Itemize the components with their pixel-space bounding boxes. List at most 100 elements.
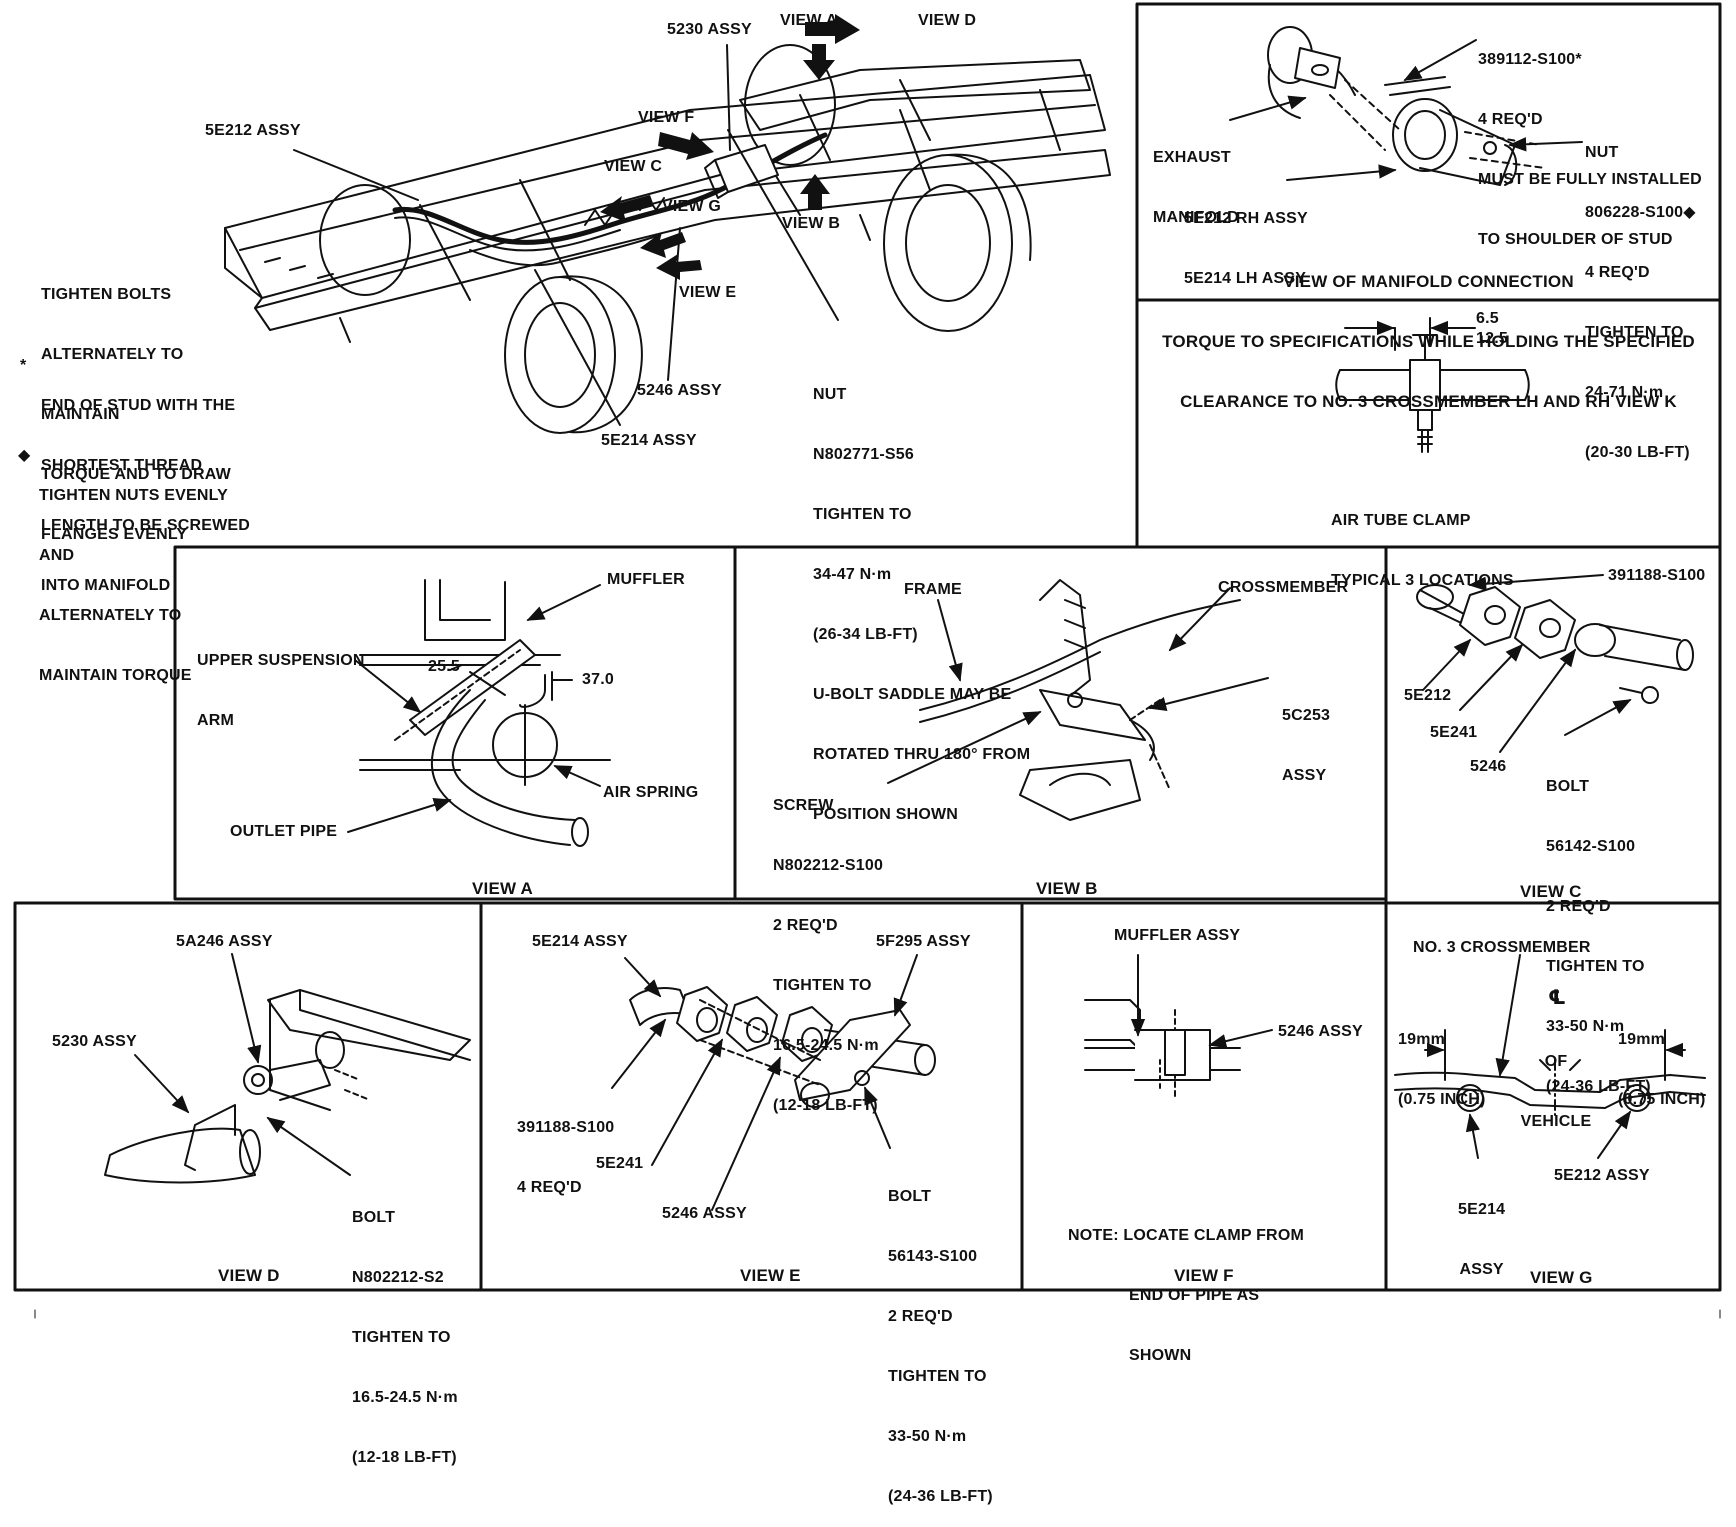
caption-line: AIR TUBE CLAMP (1331, 512, 1471, 529)
note-line: 391188-S100 (517, 1119, 615, 1136)
air-spring-label: AIR SPRING (603, 784, 699, 801)
note-line: TO SHOULDER OF STUD (1478, 231, 1673, 248)
note-line: 2 REQ'D (773, 917, 838, 934)
view-g-callout: VIEW G (662, 198, 721, 215)
note-line: NOTE: LOCATE CLAMP FROM (1068, 1227, 1304, 1244)
view-c-art (1416, 574, 1694, 753)
note-line: 5E212 RH ASSY (1184, 210, 1308, 227)
note-line: 16.5-24.5 N·m (773, 1037, 879, 1054)
note-line: ALTERNATELY TO (41, 346, 184, 363)
note-line: TIGHTEN TO (888, 1368, 987, 1385)
assy-5246-view-e-label: 5246 ASSY (662, 1205, 747, 1222)
note-line: MUST BE FULLY INSTALLED (1478, 171, 1702, 188)
stud-note: END OF STUD WITH THE SHORTEST THREAD LEN… (41, 356, 250, 616)
note-line: BOLT (888, 1188, 932, 1205)
exhaust-manifold-label: EXHAUST MANIFOLD (1153, 108, 1239, 248)
note-line: ASSY (1282, 767, 1327, 784)
view-c-callout: VIEW C (604, 158, 663, 175)
dim-25-5: 25.5 (428, 658, 460, 675)
note-line: END OF PIPE AS (1129, 1287, 1260, 1304)
assy-5c253-label: 5C253 ASSY (1282, 666, 1330, 806)
note-line: 2 REQ'D (888, 1308, 953, 1325)
nut-note-line: 34-47 N·m (813, 566, 892, 583)
manifold-nut-note: NUT 806228-S100◆ 4 REQ'D TIGHTEN TO 24-7… (1585, 103, 1696, 483)
view-d-callout: VIEW D (918, 12, 977, 29)
note-line: 56143-S100 (888, 1248, 978, 1265)
assy-5246-label: 5246 ASSY (637, 382, 722, 399)
view-f-art (1084, 954, 1273, 1101)
nut-note-line: POSITION SHOWN (813, 806, 959, 823)
note-line: ASSY (1459, 1261, 1504, 1278)
assy-5e214-label: 5E214 ASSY (601, 432, 697, 449)
note-line: OF (1544, 1053, 1568, 1070)
note-line: N802212-S2 (352, 1269, 444, 1286)
muffler-label: MUFFLER (607, 571, 685, 588)
bolt-56142-note: BOLT 56142-S100 2 REQ'D TIGHTEN TO 33-50… (1546, 737, 1651, 1117)
note-line: (20-30 LB-FT) (1585, 444, 1690, 461)
view-b-callout: VIEW B (782, 215, 841, 232)
note-line: 5C253 (1282, 707, 1331, 724)
view-d-art (104, 953, 471, 1184)
stud-part-note: 389112-S100* 4 REQ'D MUST BE FULLY INSTA… (1478, 10, 1702, 270)
clamp-dim-12-5: 12.5 (1476, 330, 1508, 347)
diamond-symbol: ◆ (18, 447, 31, 464)
note-line: 56142-S100 (1546, 838, 1636, 855)
view-d-caption: VIEW D (218, 1266, 280, 1285)
view-c-caption: VIEW C (1520, 882, 1582, 901)
view-e-art (611, 954, 936, 1211)
u-bolt-nut-note: NUT N802771-S56 TIGHTEN TO 34-47 N·m (26… (813, 345, 1030, 845)
view-f-callout: VIEW F (638, 109, 695, 126)
note-line: 19mm (1398, 1031, 1446, 1048)
nut-note-line: N802771-S56 (813, 446, 914, 463)
assy-5230-view-d-label: 5230 ASSY (52, 1033, 137, 1050)
note-line: AND (39, 547, 75, 564)
assy-5e212-label: 5E212 ASSY (205, 122, 301, 139)
air-tube-clamp-art (1335, 317, 1530, 453)
note-line: 24-71 N·m (1585, 384, 1664, 401)
part-5e212-label: 5E212 (1404, 687, 1452, 704)
view-f-caption: VIEW F (1174, 1266, 1234, 1285)
manifold-view-caption: VIEW OF MANIFOLD CONNECTION TORQUE TO SP… (1140, 232, 1717, 432)
note-line: 5E214 (1458, 1201, 1506, 1218)
tighten-nuts-note: TIGHTEN NUTS EVENLY AND ALTERNATELY TO M… (39, 446, 228, 706)
centerline-label: OF VEHICLE (1518, 1012, 1594, 1152)
rh-assy-label: 5E212 ASSY (1554, 1167, 1650, 1184)
note-line: UPPER SUSPENSION (197, 652, 365, 669)
note-line: TORQUE AND TO DRAW (41, 466, 231, 483)
part-5e241-label: 5E241 (1430, 724, 1478, 741)
air-tube-clamp-caption: AIR TUBE CLAMP TYPICAL 3 LOCATIONS (1331, 471, 1514, 611)
tighten-bolts-note: TIGHTEN BOLTS ALTERNATELY TO MAINTAIN TO… (41, 245, 231, 565)
manifold-connection-art (1229, 26, 1583, 186)
note-line: ALTERNATELY TO (39, 607, 182, 624)
caption-line: VIEW OF MANIFOLD CONNECTION (1283, 272, 1574, 291)
note-line: 19mm (1618, 1031, 1666, 1048)
note-line: TIGHTEN TO (1546, 958, 1645, 975)
part-5e241-view-e-label: 5E241 (596, 1155, 644, 1172)
view-a-caption: VIEW A (472, 879, 534, 898)
note-line: N802212-S100 (773, 857, 884, 874)
note-line: SHORTEST THREAD (41, 457, 203, 474)
note-line: SHOWN (1129, 1347, 1192, 1364)
note-line: LENGTH TO BE SCREWED (41, 517, 251, 534)
note-line: SCREW (773, 797, 834, 814)
note-line: MAINTAIN TORQUE (39, 667, 192, 684)
locate-clamp-note: NOTE: LOCATE CLAMP FROM END OF PIPE AS S… (1068, 1186, 1304, 1386)
caption-line: TYPICAL 3 LOCATIONS (1331, 572, 1514, 589)
asterisk-symbol: * (20, 357, 27, 374)
panel-borders (13, 2, 1722, 1292)
note-line: (12-18 LB-FT) (773, 1097, 878, 1114)
note-line: 33-50 N·m (1546, 1018, 1625, 1035)
view-arrows (600, 14, 860, 280)
part-391188-view-e-note: 391188-S100 4 REQ'D (517, 1078, 614, 1218)
no3-crossmember-label: NO. 3 CROSSMEMBER (1413, 939, 1591, 956)
view-b-caption: VIEW B (1036, 879, 1098, 898)
note-line: MAINTAIN (41, 406, 120, 423)
view-e-caption: VIEW E (740, 1266, 801, 1285)
note-line: 4 REQ'D (1478, 111, 1543, 128)
assy-5a246-label: 5A246 ASSY (176, 933, 273, 950)
note-line: EXHAUST (1153, 149, 1231, 166)
note-line: END OF STUD WITH THE (41, 397, 236, 414)
view-g-caption: VIEW G (1530, 1268, 1593, 1287)
note-line: BOLT (352, 1209, 396, 1226)
crossmember-label: CROSSMEMBER (1218, 579, 1349, 596)
